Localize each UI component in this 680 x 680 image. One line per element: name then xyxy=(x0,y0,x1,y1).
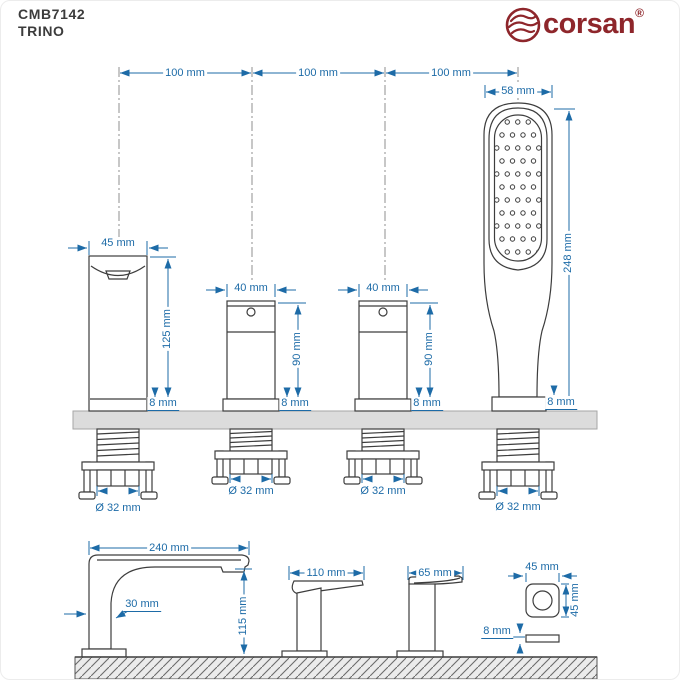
left-valve-side-drawing xyxy=(281,580,364,659)
dim-left-valve-hole-diameter: Ø 32 mm xyxy=(226,485,276,497)
handshower-drawing xyxy=(483,102,553,412)
dim-hole-spacing-1: 100 mm xyxy=(163,67,207,79)
dim-spout-base-thickness: 8 mm xyxy=(147,397,179,411)
mounting-deck-front xyxy=(72,410,598,430)
dim-hole-spacing-3: 100 mm xyxy=(429,67,473,79)
fixture-line-art xyxy=(79,102,560,659)
brand-name: corsan xyxy=(543,8,636,40)
dim-left-valve-length: 110 mm xyxy=(304,567,348,579)
dim-right-valve-hole-diameter: Ø 32 mm xyxy=(358,485,408,497)
dim-spout-reach: 240 mm xyxy=(147,542,191,554)
dim-rosette-height: 45 mm xyxy=(569,581,581,619)
dim-spout-height: 125 mm xyxy=(161,307,173,351)
dim-rosette-thickness: 8 mm xyxy=(481,625,513,639)
mounting-deck-side xyxy=(74,656,598,679)
dim-right-valve-height: 90 mm xyxy=(423,330,435,368)
fitting-left-valve xyxy=(212,429,290,484)
dim-left-valve-height: 90 mm xyxy=(291,330,303,368)
dim-right-valve-base-thickness: 8 mm xyxy=(411,397,443,411)
registered-trademark-symbol: ® xyxy=(635,6,644,20)
product-code-block: CMB7142 TRINO xyxy=(18,6,85,40)
dim-spout-width: 45 mm xyxy=(99,237,137,249)
right-valve-front-drawing xyxy=(354,300,412,412)
series-name: TRINO xyxy=(18,23,65,39)
fitting-spout xyxy=(79,429,157,499)
spout-side-drawing xyxy=(81,554,250,658)
dim-left-valve-base-thickness: 8 mm xyxy=(279,397,311,411)
dim-handshower-width: 58 mm xyxy=(499,85,537,97)
dim-handshower-hole-diameter: Ø 32 mm xyxy=(493,501,543,513)
dim-handshower-height: 248 mm xyxy=(562,231,574,275)
hole-centerlines xyxy=(118,67,519,285)
brand-logo: corsan ® xyxy=(503,4,644,44)
dim-handshower-base-thickness: 8 mm xyxy=(545,396,577,410)
model-code: CMB7142 xyxy=(18,6,86,22)
right-valve-side-drawing xyxy=(396,575,463,659)
spout-front-drawing xyxy=(88,255,148,412)
left-valve-front-drawing xyxy=(222,300,280,412)
dim-right-valve-length: 65 mm xyxy=(416,567,454,579)
brand-wave-icon xyxy=(505,7,541,43)
dim-rosette-width: 45 mm xyxy=(523,561,561,573)
fitting-handshower xyxy=(479,429,557,499)
fitting-right-valve xyxy=(344,429,422,484)
dim-spout-outlet-height: 115 mm xyxy=(237,594,249,638)
dim-spout-profile-width: 30 mm xyxy=(123,598,161,612)
dim-left-valve-width: 40 mm xyxy=(232,282,270,294)
dim-hole-spacing-2: 100 mm xyxy=(296,67,340,79)
dim-spout-hole-diameter: Ø 32 mm xyxy=(93,502,143,514)
rosette-drawing xyxy=(525,583,560,643)
dim-right-valve-width: 40 mm xyxy=(364,282,402,294)
